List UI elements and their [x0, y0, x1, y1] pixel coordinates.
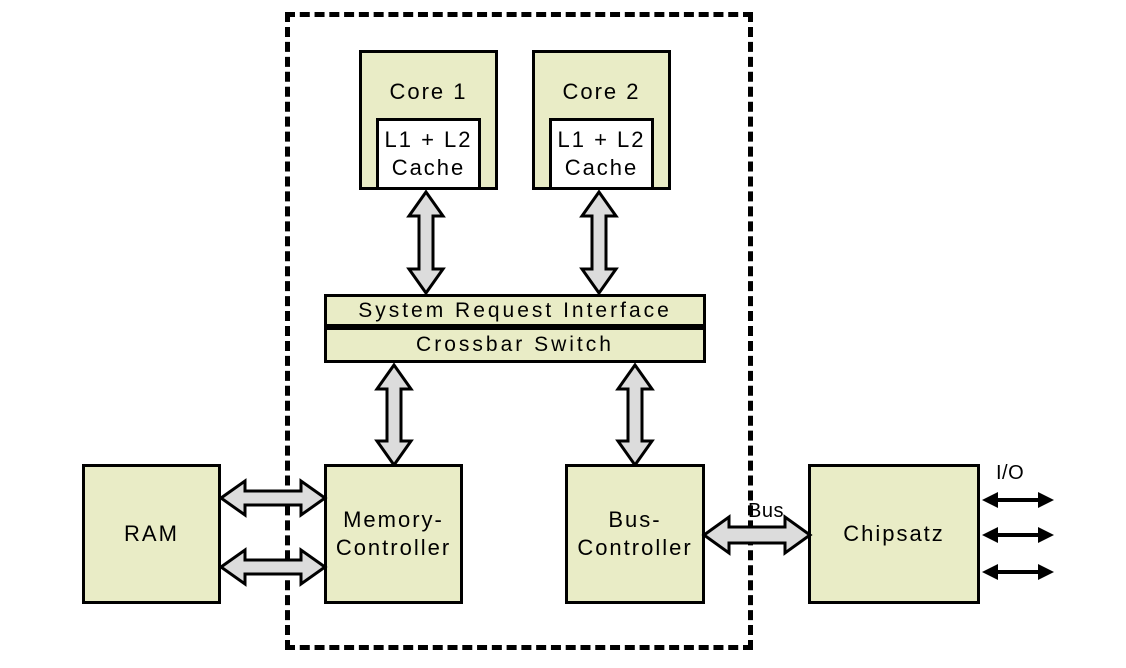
block-crossbar-switch[interactable]: Crossbar Switch — [324, 327, 706, 363]
block-system-request-interface[interactable]: System Request Interface — [324, 294, 706, 327]
crossbar-switch-label: Crossbar Switch — [416, 333, 614, 356]
arrow-crossbar-to-bus-controller — [615, 362, 655, 468]
arrow-io-lane-3 — [982, 564, 1054, 580]
bus-label: Bus — [748, 500, 784, 522]
block-chipsatz[interactable]: Chipsatz — [808, 464, 980, 604]
arrow-io-lane-2 — [982, 527, 1054, 543]
cpu-die-boundary — [285, 12, 753, 650]
arrow-ram-to-memory-controller-lower — [218, 547, 328, 587]
arrow-crossbar-to-memory-controller — [374, 362, 414, 468]
block-core1-label: Core 1 — [389, 79, 468, 104]
arrow-ram-to-memory-controller-upper — [218, 478, 328, 518]
block-ram[interactable]: RAM — [82, 464, 221, 604]
block-memory-controller[interactable]: Memory- Controller — [324, 464, 463, 604]
block-core2-label: Core 2 — [562, 79, 641, 104]
block-memory-controller-label: Memory- Controller — [335, 506, 452, 560]
block-chipsatz-label: Chipsatz — [843, 520, 945, 546]
block-cache1-label: L1 + L2 Cache — [384, 126, 473, 180]
arrow-io-lane-1 — [982, 492, 1054, 508]
arrow-core1-to-sri — [406, 189, 446, 296]
io-label: I/O — [996, 462, 1025, 484]
system-request-interface-label: System Request Interface — [358, 298, 672, 322]
block-cache2-label: L1 + L2 Cache — [557, 126, 646, 180]
block-bus-controller-label: Bus- Controller — [577, 506, 693, 560]
arrow-bus-controller-to-chipsatz — [701, 514, 813, 556]
block-ram-label: RAM — [124, 520, 179, 546]
block-bus-controller[interactable]: Bus- Controller — [565, 464, 705, 604]
block-cache1[interactable]: L1 + L2 Cache — [376, 118, 481, 190]
arrow-core2-to-sri — [579, 189, 619, 296]
block-cache2[interactable]: L1 + L2 Cache — [549, 118, 654, 190]
